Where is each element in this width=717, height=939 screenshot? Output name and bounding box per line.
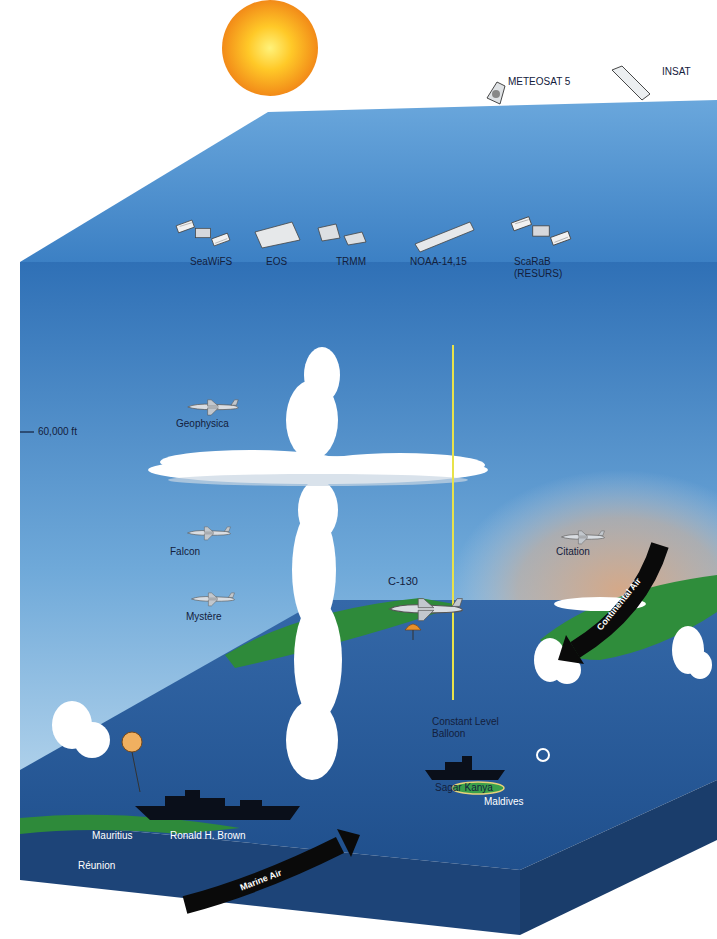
continental-air-arrow [575, 545, 660, 650]
satellite-label: NOAA-14,15 [410, 256, 467, 268]
aircraft-label: C-130 [388, 575, 418, 588]
altitude-tick [20, 431, 34, 432]
aircraft [188, 527, 231, 540]
ship-label: Ronald H. Brown [170, 830, 246, 842]
dropsonde [405, 624, 421, 630]
aircraft-label: Falcon [170, 546, 200, 558]
lidar-beam [452, 345, 454, 700]
balloon-label: Constant Level Balloon [432, 716, 510, 739]
sea-side [520, 780, 717, 935]
aircraft-label: Mystère [186, 611, 222, 623]
altitude-label: 60,000 ft [38, 426, 77, 438]
aircraft [188, 400, 238, 415]
aircraft [192, 593, 235, 606]
ship [135, 790, 300, 820]
island-label: Maldives [484, 796, 523, 808]
satellites [176, 66, 650, 252]
space-face [20, 100, 717, 262]
island-label: Mauritius [92, 830, 133, 842]
satellite-label: INSAT [662, 66, 691, 78]
island-label: Réunion [78, 860, 115, 872]
anvil-shadow [168, 474, 468, 486]
sun [222, 0, 318, 96]
sea-front [20, 820, 520, 935]
satellite-label: METEOSAT 5 [508, 76, 570, 88]
clouds [52, 347, 712, 780]
ship-label: Sagar Kanya [435, 782, 493, 794]
ship [425, 756, 505, 780]
balloon-string [132, 752, 140, 792]
aircraft-label: Geophysica [176, 418, 229, 430]
satellite-label: EOS [266, 256, 287, 268]
satellite-label: SeaWiFS [190, 256, 232, 268]
marine-air-arrow [185, 845, 340, 905]
arrowhead [558, 635, 584, 664]
sun-halo [192, 0, 348, 126]
arrowhead [337, 829, 360, 857]
sonde-balloon [122, 732, 142, 752]
aircraft [390, 599, 463, 621]
satellite-label: TRMM [336, 256, 366, 268]
dropsonde [413, 630, 414, 640]
aircraft [562, 531, 605, 544]
aircraft-label: Citation [556, 546, 590, 558]
constant-level-balloon [537, 749, 549, 761]
satellite-label: ScaRaB (RESURS) [514, 256, 562, 279]
